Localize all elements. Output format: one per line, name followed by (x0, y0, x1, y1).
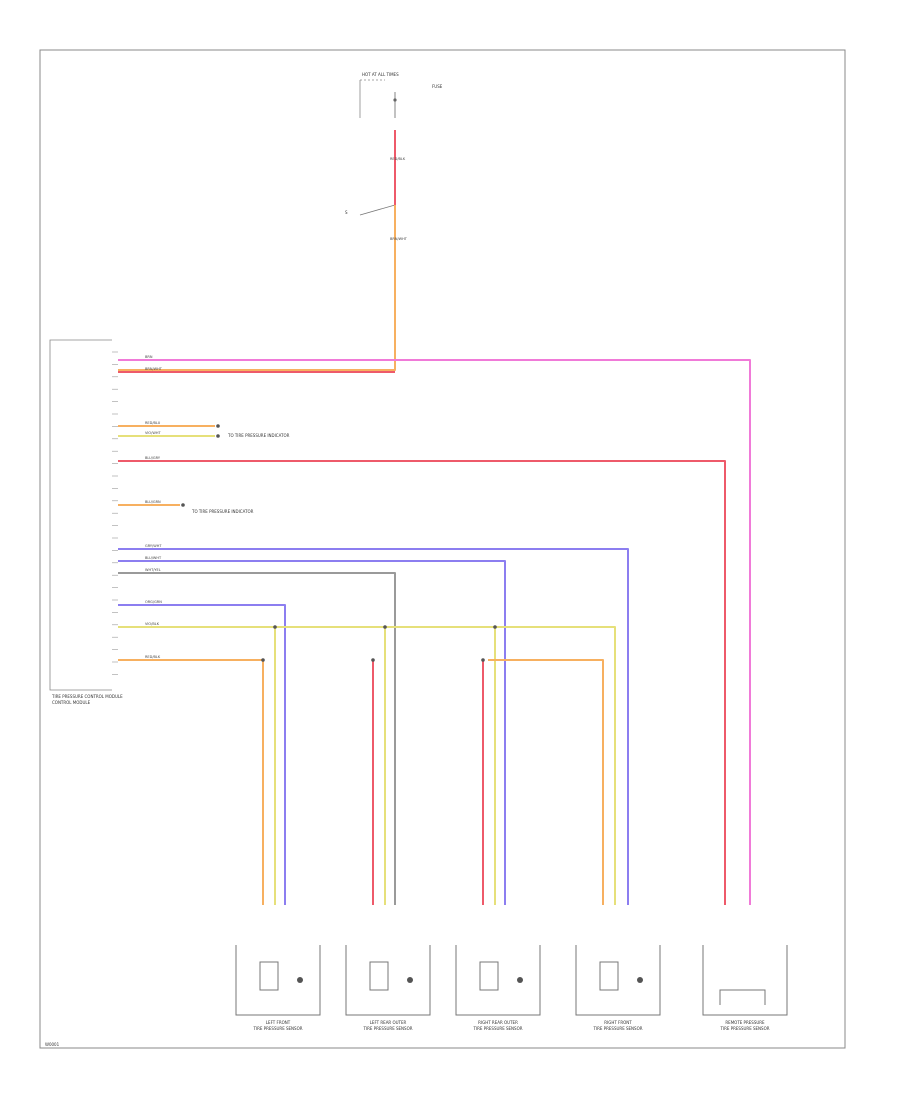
diagram-id: W0001 (45, 1042, 60, 1047)
wire-yellow-3 (385, 626, 496, 905)
wire-switched-feed (118, 205, 396, 371)
junction-r3 (481, 658, 485, 662)
sensor-caption: TIRE PRESSURE SENSOR (719, 1026, 769, 1031)
fuse-detail: FUSE (432, 84, 443, 89)
sensor-ground-icon (517, 977, 523, 983)
sensor-caption: TIRE PRESSURE SENSOR (252, 1026, 302, 1031)
wire-tag-pink: BRN (145, 355, 153, 359)
junction-r2 (371, 658, 375, 662)
wire-tag-gray: WHT/YEL (145, 568, 161, 572)
wire-tag-blue-3: ORG/GRN (145, 600, 162, 604)
sensor-name: REMOTE PRESSURE (725, 1020, 765, 1025)
switch-label: S (345, 210, 348, 215)
junction-indicator-1 (216, 424, 220, 428)
wire-tag-feed: RED/BLK (390, 157, 406, 161)
wire-blue-3 (118, 604, 286, 905)
wire-gray-1 (118, 572, 396, 905)
junction-indicator-2 (216, 434, 220, 438)
wire-yellow-1 (118, 626, 276, 905)
sensor-element (259, 961, 279, 991)
junction-y2 (383, 625, 387, 629)
sensor-name: RIGHT FRONT (604, 1020, 632, 1025)
wire-yellow-2 (275, 626, 386, 905)
sensor-element (369, 961, 389, 991)
fuse-block: HOT AT ALL TIMES FUSE (359, 72, 443, 118)
wire-orange-2 (488, 659, 604, 905)
sensor-box (345, 945, 431, 1016)
sensor-name: LEFT FRONT (266, 1020, 291, 1025)
wire-tag-ind-3: BLU/GRN (145, 500, 161, 504)
sensor-ground-icon (297, 977, 303, 983)
fuse-label: HOT AT ALL TIMES (362, 72, 399, 77)
wire-tag-ind-2: VIO/WHT (145, 431, 161, 435)
ground-note-2: TO TIRE PRESSURE INDICATOR (191, 509, 254, 514)
control-module: TIRE PRESSURE CONTROL MODULE CONTROL MOD… (49, 339, 123, 705)
module-label: TIRE PRESSURE CONTROL MODULE (51, 694, 123, 699)
wire-pink-1 (118, 359, 751, 905)
sensor-box (575, 945, 661, 1016)
junction-y3 (493, 625, 497, 629)
sensor-box (702, 945, 788, 1016)
wire-tag-ind-1: RED/BLU (145, 421, 161, 425)
sensor-name: RIGHT REAR OUTER (478, 1020, 518, 1025)
sensor-box (455, 945, 541, 1016)
junction-o1 (261, 658, 265, 662)
wire-orange-1 (118, 659, 264, 905)
wire-tag-red-long: BLU/GRY (145, 456, 161, 460)
wire-group: RED/BLK BRN/WHT BRN BRN/WHT RED/BLU VIO/WHT BL… (112, 130, 751, 905)
switch: S (345, 204, 396, 216)
wire-tag-blue-2: BLU/WHT (145, 556, 162, 560)
wire-tag-blue-1: GRY/WHT (145, 544, 162, 548)
diagram-frame (39, 49, 846, 1049)
junction-y1 (273, 625, 277, 629)
sensor-caption: TIRE PRESSURE SENSOR (472, 1026, 522, 1031)
ground-note-1: TO TIRE PRESSURE INDICATOR (227, 433, 290, 438)
wire-tag-orange: RED/BLK (145, 655, 161, 659)
wire-red-long (118, 460, 726, 905)
sensor-element (719, 989, 766, 1005)
wire-blue-2 (118, 560, 506, 905)
wire-tag-yellow: VIO/BLK (145, 622, 160, 626)
sensor-caption: TIRE PRESSURE SENSOR (592, 1026, 642, 1031)
module-label-line2: CONTROL MODULE (52, 700, 91, 705)
sensor-ground-icon (407, 977, 413, 983)
sensor-element (599, 961, 619, 991)
sensor-caption: TIRE PRESSURE SENSOR (362, 1026, 412, 1031)
sensor-box (235, 945, 321, 1016)
sensor-element (479, 961, 499, 991)
wire-yellow-4 (495, 626, 616, 905)
sensor-name: LEFT REAR OUTER (370, 1020, 407, 1025)
wire-blue-1 (118, 548, 629, 905)
wire-tag-switched: BRN/WHT (390, 237, 408, 241)
wire-tag-red: BRN/WHT (145, 367, 163, 371)
sensor-ground-icon (637, 977, 643, 983)
junction-indicator-3 (181, 503, 185, 507)
